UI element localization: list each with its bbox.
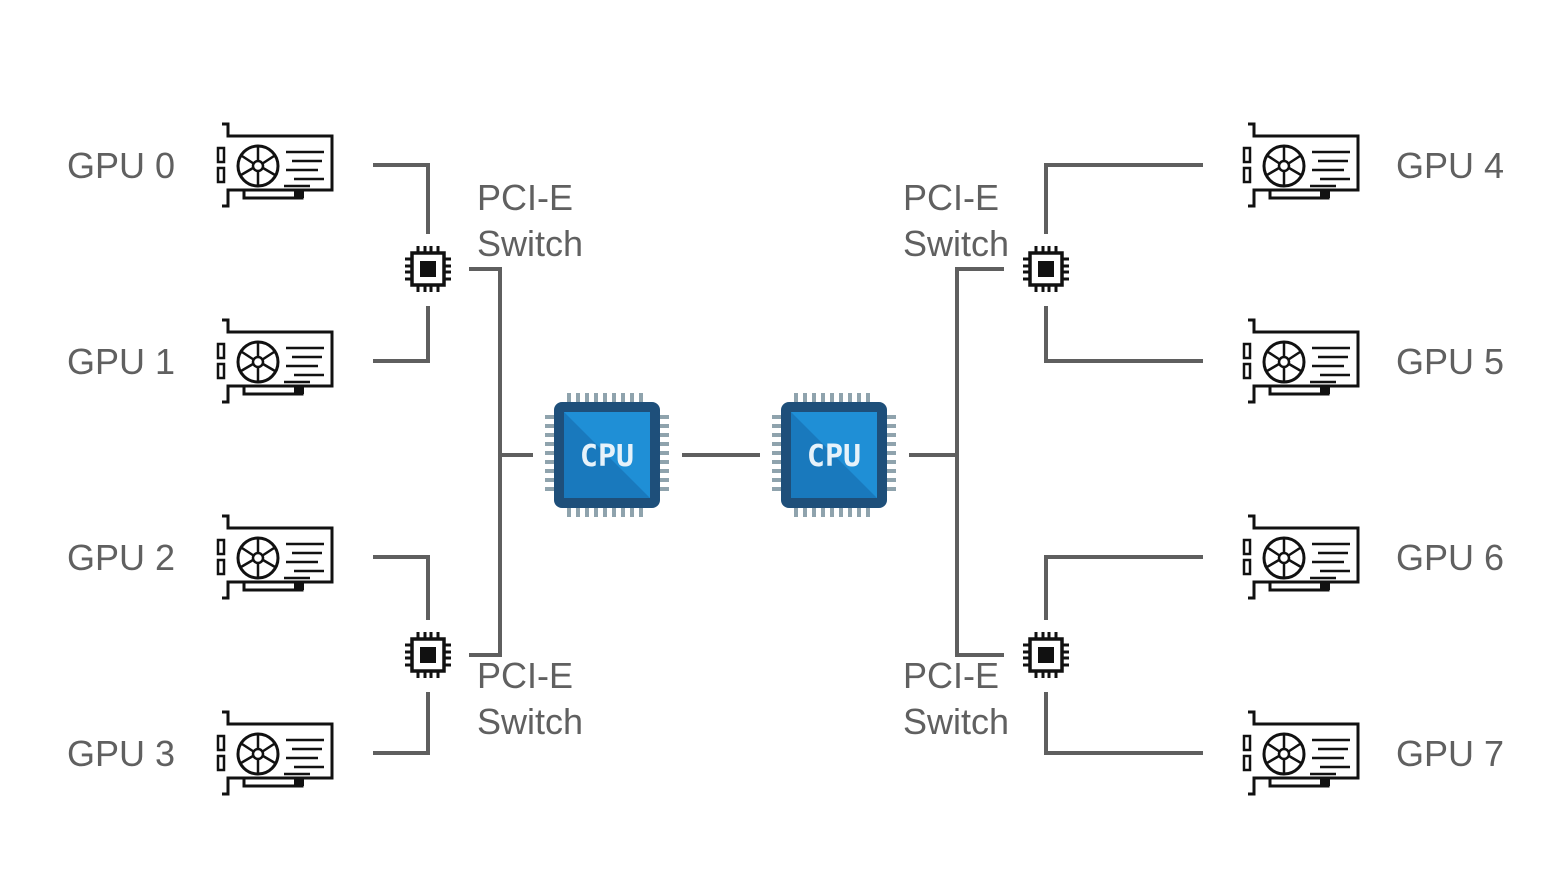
gpu-3-label: GPU 3 bbox=[67, 733, 175, 774]
link-gpu3-switch bbox=[373, 692, 430, 755]
link-gpu2-switch bbox=[373, 555, 430, 620]
switch-top-left-line2: Switch bbox=[477, 223, 583, 264]
link-gpu7-switch bbox=[1044, 692, 1203, 755]
connection-lines bbox=[373, 163, 1203, 755]
gpu-card-icon bbox=[216, 318, 334, 404]
pcie-switch-chip-icon bbox=[1021, 630, 1071, 680]
gpu-card-icon bbox=[216, 514, 334, 600]
switch-top-right-line2: Switch bbox=[903, 223, 1009, 264]
switch-top-left-line1: PCI-E bbox=[477, 177, 573, 218]
gpu-card-icon bbox=[1242, 710, 1360, 796]
gpu-6-label: GPU 6 bbox=[1396, 537, 1504, 578]
switch-bottom-right-line2: Switch bbox=[903, 701, 1009, 742]
link-gpu6-switch bbox=[1044, 555, 1203, 620]
link-gpu4-switch bbox=[1044, 163, 1203, 234]
link-gpu0-switch bbox=[373, 163, 430, 234]
switch-bottom-left-line2: Switch bbox=[477, 701, 583, 742]
link-switch-top-left-cpu bbox=[469, 267, 533, 457]
pcie-switch-chip-icon bbox=[403, 630, 453, 680]
link-gpu5-switch bbox=[1044, 306, 1203, 363]
gpu-card-icon bbox=[1242, 514, 1360, 600]
gpu-0-label: GPU 0 bbox=[67, 145, 175, 186]
gpu-card-icon bbox=[216, 122, 334, 208]
pcie-switch-chip-icon bbox=[403, 244, 453, 294]
gpu-card-icon bbox=[1242, 122, 1360, 208]
gpu-4-label: GPU 4 bbox=[1396, 145, 1504, 186]
gpu-card-icon bbox=[216, 710, 334, 796]
link-switch-top-right-cpu bbox=[955, 267, 1004, 657]
cpu-right-label: CPU bbox=[807, 439, 861, 474]
gpu-card-icon bbox=[1242, 318, 1360, 404]
gpu-2-label: GPU 2 bbox=[67, 537, 175, 578]
cpu-right: CPU bbox=[770, 391, 898, 519]
cpu-left: CPU bbox=[543, 391, 671, 519]
gpu-5-label: GPU 5 bbox=[1396, 341, 1504, 382]
link-gpu1-switch bbox=[373, 306, 430, 363]
gpu-7-label: GPU 7 bbox=[1396, 733, 1504, 774]
switch-bottom-right-line1: PCI-E bbox=[903, 655, 999, 696]
cpu-left-label: CPU bbox=[580, 439, 634, 474]
switch-top-right-line1: PCI-E bbox=[903, 177, 999, 218]
pcie-switch-chip-icon bbox=[1021, 244, 1071, 294]
link-switch-bottom-left-cpu bbox=[469, 453, 502, 657]
gpu-1-label: GPU 1 bbox=[67, 341, 175, 382]
switch-bottom-left-line1: PCI-E bbox=[477, 655, 573, 696]
